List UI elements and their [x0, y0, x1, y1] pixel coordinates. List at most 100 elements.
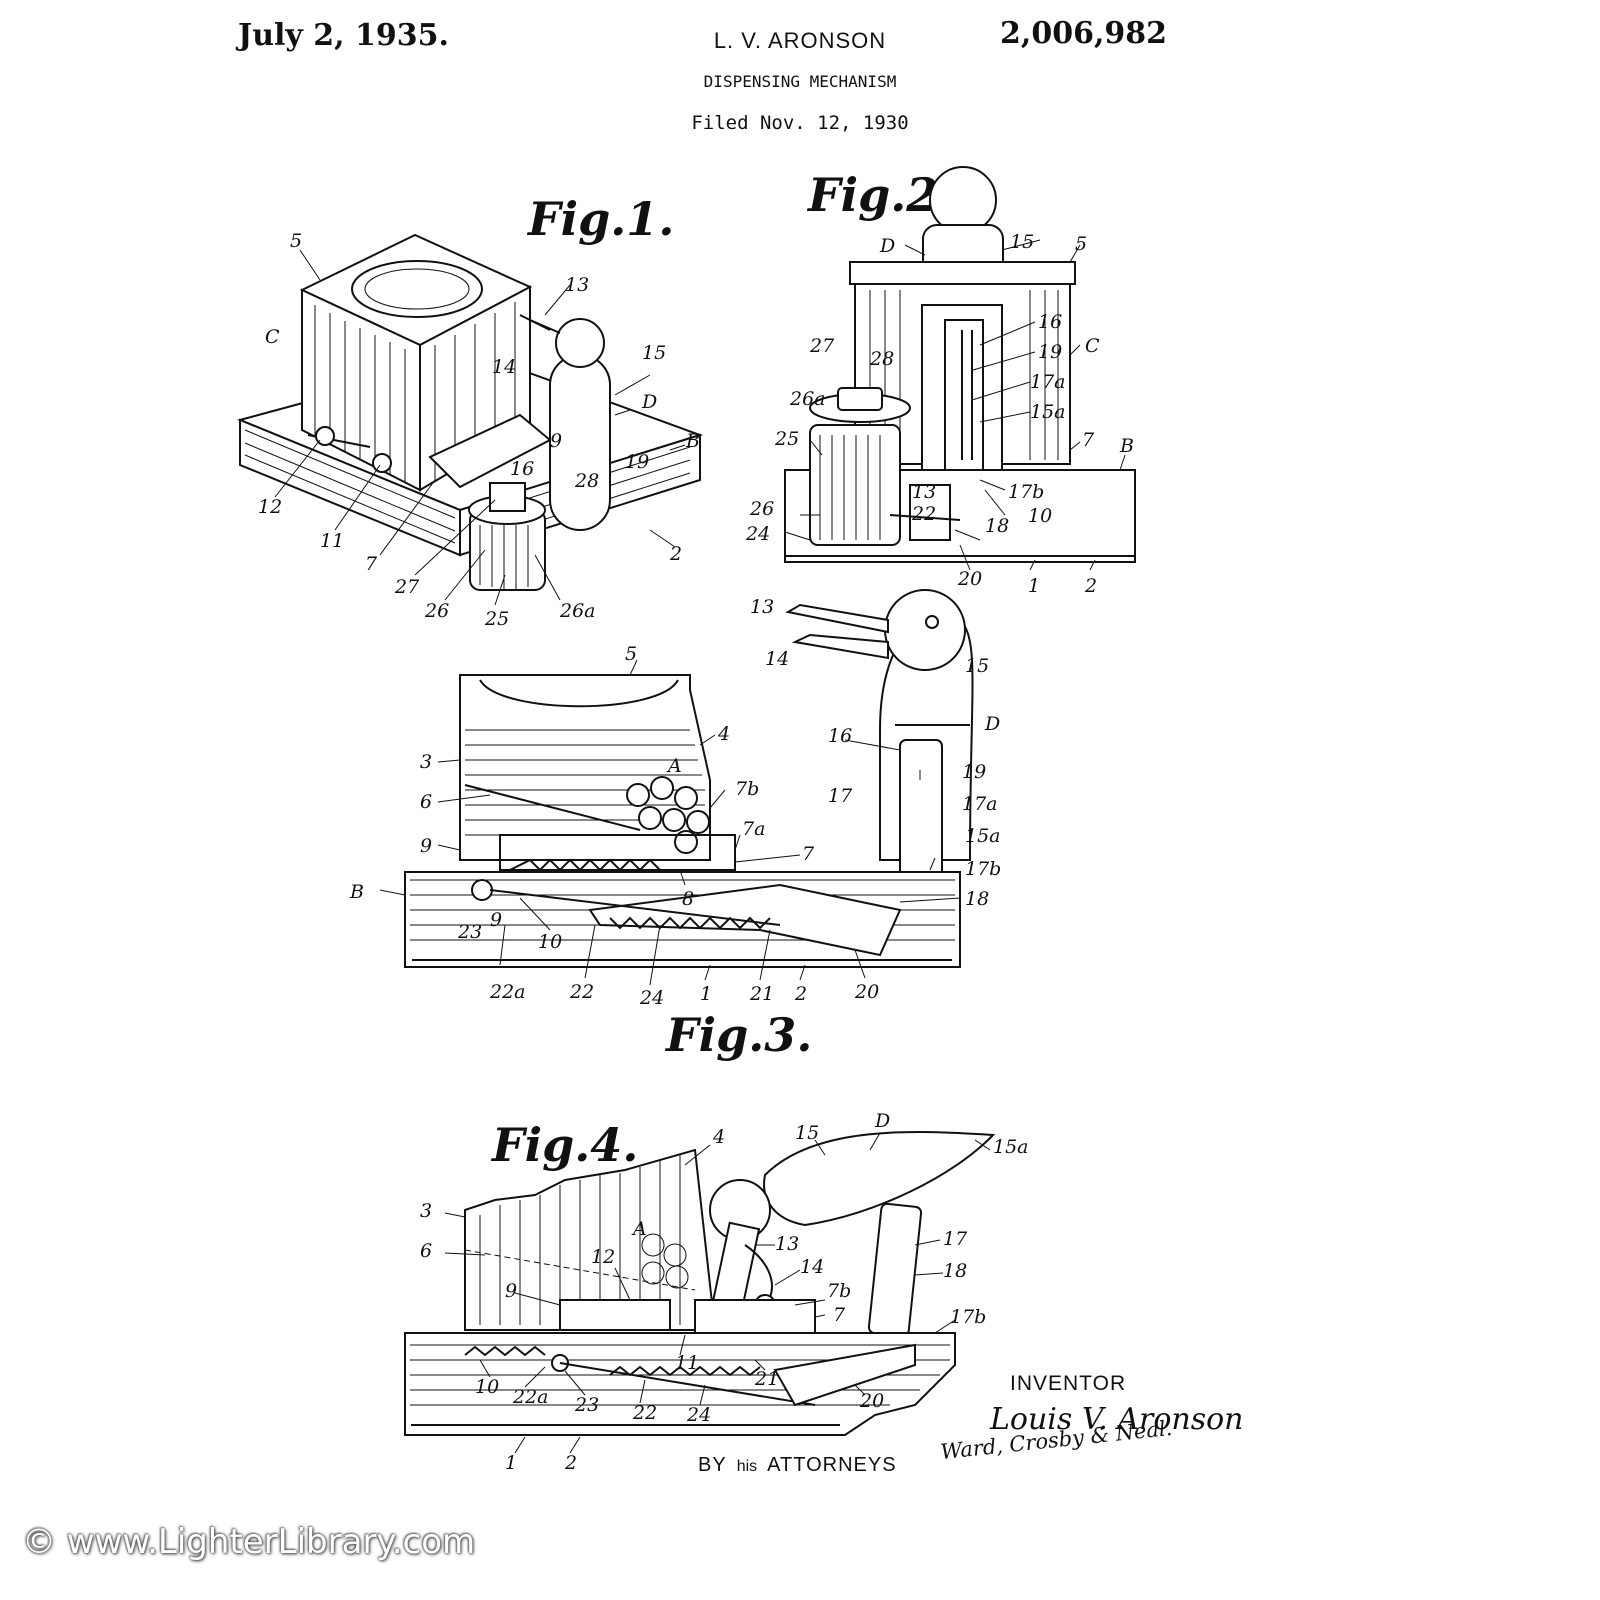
watermark: © www.LighterLibrary.com: [22, 1522, 476, 1562]
figure-3-drawing: 13 14 15 5 4 D 3 16 19 A 7b 6 17 17a 7a …: [349, 589, 1001, 1009]
figure-2-drawing: D 15 5 27 28 16 19 C 26a 17a 15a 25 7 B …: [745, 166, 1136, 597]
fig3-ref-6: 6: [420, 791, 432, 813]
fig3-ref-17: 17: [828, 785, 853, 807]
fig2-ref-5: 5: [1075, 233, 1087, 255]
fig4-ref-20: 20: [859, 1390, 884, 1412]
fig3-ref-5: 5: [625, 643, 637, 665]
patent-number: 2,006,982: [1000, 16, 1168, 51]
fig2-ref-10: 10: [1028, 505, 1052, 527]
patent-title: DISPENSING MECHANISM: [703, 72, 897, 91]
fig1-ref-13: 13: [565, 274, 589, 296]
fig3-ref-17a: 17a: [962, 793, 998, 815]
fig1-ref-11: 11: [320, 530, 344, 552]
fig1-ref-25: 25: [484, 608, 509, 630]
fig3-ref-15: 15: [965, 655, 989, 677]
figure-4: D 15 4 15a 3 13 17 A 6 12 14 18 9 7b 7 1…: [395, 1105, 1035, 1485]
filed-date: Filed Nov. 12, 1930: [691, 112, 909, 134]
fig4-ref-D: D: [874, 1110, 890, 1132]
fig3-ref-B: B: [349, 881, 364, 903]
fig4-ref-1: 1: [505, 1452, 517, 1474]
fig3-ref-14: 14: [765, 648, 789, 670]
fig4-ref-7: 7: [833, 1304, 846, 1326]
fig2-ref-15: 15: [1010, 231, 1034, 253]
fig3-ref-9b: 9: [490, 909, 502, 931]
fig2-ref-13: 13: [912, 481, 936, 503]
fig3-ref-24: 24: [639, 987, 664, 1009]
fig2-ref-17a: 17a: [1030, 371, 1066, 393]
fig4-ref-4: 4: [712, 1126, 725, 1148]
fig4-ref-9: 9: [505, 1280, 517, 1302]
fig1-ref-14: 14: [492, 356, 516, 378]
by-label: BY: [698, 1454, 727, 1476]
fig3-ref-A: A: [666, 755, 682, 777]
fig4-label: Fig.4.: [492, 1118, 639, 1172]
fig2-ref-19: 19: [1038, 341, 1062, 363]
fig3-ref-22: 22: [569, 981, 594, 1003]
fig3-ref-17b: 17b: [965, 858, 1001, 880]
fig4-ref-17: 17: [943, 1228, 968, 1250]
fig3-ref-16: 16: [828, 725, 852, 747]
fig3-ref-1: 1: [700, 983, 712, 1005]
fig2-ref-C: C: [1085, 335, 1100, 357]
figure-3: 13 14 15 5 4 D 3 16 19 A 7b 6 17 17a 7a …: [340, 580, 1060, 1010]
fig1-ref-B: B: [685, 430, 700, 452]
fig1-ref-9: 9: [550, 430, 562, 452]
fig3-ref-D: D: [984, 713, 1000, 735]
fig1-ref-26a: 26a: [559, 600, 596, 622]
fig4-ref-14: 14: [800, 1256, 824, 1278]
fig4-ref-18: 18: [943, 1260, 967, 1282]
fig3-ref-15a: 15a: [965, 825, 1001, 847]
fig3-ref-8: 8: [682, 888, 694, 910]
fig3-ref-13: 13: [750, 596, 774, 618]
fig4-ref-17b: 17b: [950, 1306, 986, 1328]
fig4-ref-15a: 15a: [993, 1136, 1029, 1158]
fig1-ref-2: 2: [669, 543, 682, 565]
fig2-ref-18: 18: [985, 515, 1009, 537]
fig3-ref-2: 2: [794, 983, 807, 1005]
fig2-ref-B: B: [1119, 435, 1134, 457]
fig4-ref-3: 3: [420, 1200, 432, 1222]
fig3-ref-7: 7: [802, 843, 815, 865]
fig2-ref-15a: 15a: [1030, 401, 1066, 423]
fig2-ref-24: 24: [745, 523, 770, 545]
his-label: his: [736, 1458, 758, 1475]
fig1-ref-7: 7: [365, 553, 378, 575]
fig1-ref-D: D: [641, 391, 657, 413]
fig1-label: Fig.1.: [528, 192, 675, 246]
fig4-ref-10: 10: [475, 1376, 499, 1398]
fig2-ref-17b: 17b: [1008, 481, 1044, 503]
fig4-ref-2: 2: [564, 1452, 577, 1474]
fig2-ref-27: 27: [809, 335, 835, 357]
fig2-ref-28: 28: [869, 348, 894, 370]
fig2-ref-7: 7: [1082, 429, 1095, 451]
fig3-ref-3: 3: [420, 751, 432, 773]
fig3-ref-23: 23: [457, 921, 482, 943]
fig4-ref-24: 24: [686, 1404, 711, 1426]
fig1-ref-12: 12: [258, 496, 282, 518]
fig4-ref-6: 6: [420, 1240, 432, 1262]
fig1-ref-28: 28: [574, 470, 599, 492]
fig2-ref-16: 16: [1038, 311, 1062, 333]
fig3-label: Fig.3.: [666, 1008, 813, 1062]
fig2-ref-22: 22: [911, 503, 936, 525]
fig1-ref-C: C: [265, 326, 280, 348]
patent-date: July 2, 1935.: [238, 18, 449, 53]
figure-4-drawing: D 15 4 15a 3 13 17 A 6 12 14 18 9 7b 7 1…: [404, 1110, 1029, 1474]
inventor-heading: INVENTOR: [1010, 1372, 1127, 1395]
fig4-ref-11: 11: [675, 1352, 699, 1374]
fig1-ref-27: 27: [394, 576, 420, 598]
fig3-ref-21: 21: [749, 983, 774, 1005]
figure-1: 5 C 13 14 15 D B 19 16 28 9 12 11 7 27 2…: [230, 225, 710, 645]
fig3-ref-19: 19: [962, 761, 986, 783]
fig1-ref-5: 5: [290, 230, 302, 252]
fig4-ref-13: 13: [775, 1233, 799, 1255]
fig4-ref-15: 15: [795, 1122, 819, 1144]
fig3-ref-7a: 7a: [742, 818, 765, 840]
fig2-ref-1: 1: [1028, 575, 1040, 597]
fig2-ref-20: 20: [957, 568, 982, 590]
fig4-ref-21: 21: [754, 1368, 779, 1390]
fig3-ref-18: 18: [965, 888, 989, 910]
fig4-ref-23: 23: [574, 1394, 599, 1416]
fig1-ref-19: 19: [625, 451, 649, 473]
